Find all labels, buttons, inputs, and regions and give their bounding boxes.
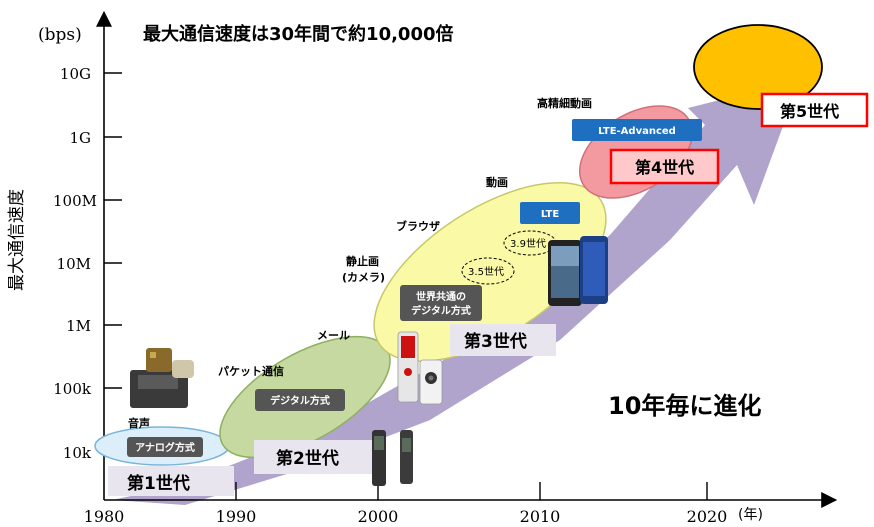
y-ticks — [104, 72, 122, 453]
y-tick-label: 10k — [63, 444, 92, 462]
chart-title: 最大通信速度は30年間で約10,000倍 — [143, 23, 454, 45]
gen3-label: 第3世代 — [464, 331, 527, 352]
global-digital-tag — [400, 285, 482, 321]
shoulder-phone-image — [130, 348, 194, 408]
analog-tag — [127, 437, 203, 457]
global-digital-tag-line1: 世界共通の — [416, 290, 466, 303]
y-tick-label: 100k — [53, 380, 92, 398]
service-packet: パケット通信 — [218, 364, 284, 378]
service-still-image: 静止画 — [346, 254, 379, 268]
y-tick-label: 1G — [69, 129, 91, 147]
gen1-label-box — [108, 466, 234, 496]
y-tick-labels: 10k 100k 1M 10M 100M 1G 10G — [53, 65, 97, 462]
bar-phone-image — [372, 430, 413, 486]
service-camera: (カメラ) — [342, 271, 385, 284]
service-hd-video: 高精細動画 — [537, 96, 592, 110]
global-digital-tag-line2: デジタル方式 — [411, 304, 471, 317]
service-browser: ブラウザ — [396, 219, 440, 233]
lte-advanced-tag — [572, 119, 702, 141]
x-tick-label: 1980 — [84, 507, 125, 526]
gen3-5-label: 3.5世代 — [468, 266, 504, 278]
x-tick-label: 1990 — [216, 507, 257, 526]
gen1-label: 第1世代 — [127, 473, 190, 494]
y-axis-label: 最大通信速度 — [7, 189, 27, 291]
gen5-label-box — [760, 92, 869, 128]
service-mail: メール — [317, 329, 350, 342]
y-axis-unit: (bps) — [38, 25, 82, 45]
gen3-9-label: 3.9世代 — [510, 238, 546, 250]
analog-tag-label: アナログ方式 — [135, 441, 195, 454]
lte-tag-label: LTE — [541, 209, 560, 220]
y-tick-label: 10G — [60, 65, 91, 83]
x-ticks — [235, 482, 708, 500]
digital-tag — [255, 389, 345, 411]
lte-advanced-tag-label: LTE-Advanced — [598, 126, 676, 137]
x-tick-labels: 1980 1990 2000 2010 2020 — [84, 507, 728, 526]
gen5-label: 第5世代 — [780, 102, 839, 121]
service-voice: 音声 — [128, 416, 150, 430]
service-video: 動画 — [486, 175, 508, 189]
gen2-label: 第2世代 — [276, 448, 339, 469]
gen4-label: 第4世代 — [635, 158, 694, 177]
x-tick-label: 2020 — [687, 507, 728, 526]
gen3-5-ellipse — [461, 257, 515, 285]
gen4-label-box — [609, 148, 720, 185]
x-tick-label: 2010 — [520, 507, 561, 526]
gen2-label-box — [254, 440, 372, 474]
lte-tag — [520, 202, 580, 224]
digital-tag-label: デジタル方式 — [270, 394, 330, 407]
y-tick-label: 1M — [66, 317, 91, 335]
flip-phone-image — [397, 331, 443, 405]
evolution-text: 10年毎に進化 — [608, 392, 761, 420]
smartphone-image — [548, 236, 608, 306]
gen3-label-box — [450, 324, 556, 356]
x-tick-label: 2000 — [358, 507, 399, 526]
y-tick-label: 100M — [53, 192, 97, 210]
gen5-ellipse — [693, 24, 823, 110]
x-axis-unit: (年) — [738, 507, 763, 523]
evolution-arrow — [112, 80, 800, 505]
y-tick-label: 10M — [57, 255, 91, 273]
